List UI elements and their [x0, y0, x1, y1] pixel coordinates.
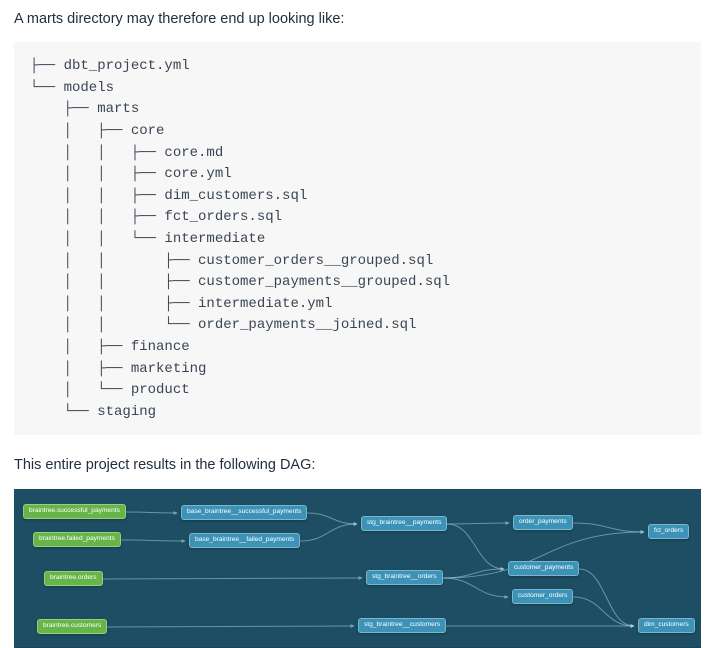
dag-edge-base_braintree__successful_payments-to-stg_braintree__payments: [306, 512, 358, 526]
directory-tree-text: ├── dbt_project.yml └── models ├── marts…: [30, 58, 451, 420]
dag-edge-stg_braintree__orders-to-fct_orders: [442, 529, 645, 579]
dag-edge-customer_payments-to-dim_customers: [578, 568, 635, 628]
dag-node-stg_braintree__customers: stg_braintree__customers: [358, 617, 447, 634]
dag-node-customer_payments: customer_payments: [508, 560, 580, 577]
dag-edge-customer_orders-to-dim_customers: [572, 596, 635, 628]
dag-edge-stg_braintree__payments-to-customer_payments: [446, 523, 505, 571]
dag-figure[interactable]: braintree.successful_payments braintree.f…: [14, 488, 701, 648]
dag-edge-group: [102, 510, 645, 628]
dag-node-order_payments: order_payments: [513, 514, 573, 531]
dag-node-dim_customers: dim_customers: [638, 617, 695, 634]
dag-edge-base_braintree__failed_payments-to-stg_braintree__payments: [299, 521, 358, 542]
dag-node-customer_orders: customer_orders: [512, 588, 574, 605]
dag-node-braintree_orders: braintree.orders: [44, 570, 103, 587]
dag-edge-braintree_customers-to-stg_braintree__customers: [106, 623, 355, 628]
dag-node-braintree_failed_payments: braintree.failed_payments: [33, 531, 121, 548]
dag-edges: [102, 510, 645, 628]
dag-node-base_braintree__failed_payments: base_braintree__failed_payments: [189, 532, 301, 549]
intro-paragraph: A marts directory may therefore end up l…: [14, 11, 345, 27]
dag-edge-order_payments-to-fct_orders: [572, 522, 645, 534]
dag-node-base_braintree__successful_payments: base_braintree__successful_payments: [181, 504, 308, 521]
directory-tree-code-block: ├── dbt_project.yml └── models ├── marts…: [14, 42, 701, 436]
dag-edge-stg_braintree__orders-to-customer_orders: [442, 577, 509, 599]
dag-edge-braintree_failed_payments-to-base_braintree__failed_payments: [120, 538, 186, 543]
dag-edge-braintree_successful_payments-to-base_braintree__successful_payments: [125, 510, 178, 515]
dag-edge-stg_braintree__payments-to-order_payments: [446, 520, 510, 525]
dag-node-stg_braintree__payments: stg_braintree__payments: [361, 515, 448, 532]
dag-caption-paragraph: This entire project results in the follo…: [14, 457, 316, 474]
dag-bottom-strip: [14, 646, 701, 648]
dag-node-braintree_successful_payments: braintree.successful_payments: [23, 503, 126, 520]
dag-node-fct_orders: fct_orders: [648, 523, 690, 540]
dag-node-braintree_customers: braintree.customers: [37, 618, 108, 635]
dag-node-stg_braintree__orders: stg_braintree__orders: [366, 569, 443, 586]
dag-edge-braintree_orders-to-stg_braintree__orders: [102, 575, 363, 580]
